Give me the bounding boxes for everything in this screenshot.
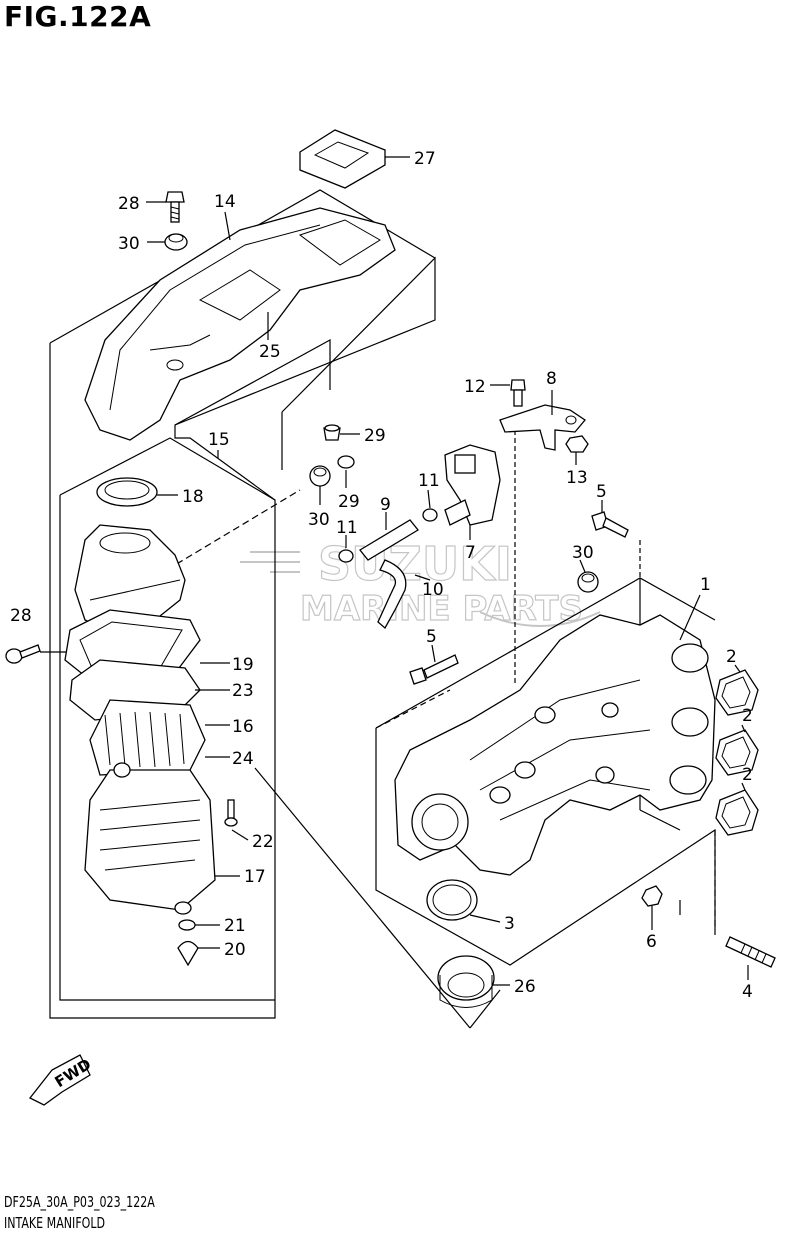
part-27-gasket	[299, 129, 386, 189]
part-29-grommet-a	[323, 424, 341, 441]
callout-19: 19	[232, 655, 254, 675]
callout-30-right: 30	[572, 543, 594, 563]
callout-24: 24	[232, 749, 254, 769]
callout-10: 10	[422, 580, 444, 600]
callout-22: 22	[252, 832, 274, 852]
callout-5-lower: 5	[426, 627, 437, 647]
watermark-subtitle: MARINE PARTS	[300, 589, 583, 629]
callout-30-mid: 30	[308, 510, 330, 530]
callout-17: 17	[244, 867, 266, 887]
part-18-seal-ring	[96, 477, 158, 507]
callout-30-upper: 30	[118, 234, 140, 254]
part-30-grommet-upper	[164, 233, 188, 251]
part-13-nut	[565, 435, 589, 453]
callout-20: 20	[224, 940, 246, 960]
fwd-direction-arrow: FWD	[28, 1054, 94, 1106]
part-5-bolt-upper	[591, 511, 629, 538]
part-21-o-ring	[178, 919, 196, 931]
callout-3: 3	[504, 914, 515, 934]
assembly-group-lines	[40, 189, 716, 1029]
callout-18: 18	[182, 487, 204, 507]
callout-9: 9	[380, 495, 391, 515]
watermark: SUZUKI MARINE PARTS	[240, 536, 601, 630]
part-12-bolt	[510, 379, 526, 407]
callout-1: 1	[700, 575, 711, 595]
figure-name: INTAKE MANIFOLD	[4, 1214, 106, 1232]
callout-27: 27	[414, 149, 436, 169]
callout-4: 4	[742, 982, 753, 1002]
callout-23: 23	[232, 681, 254, 701]
part-4-stud-bolt	[725, 936, 776, 968]
part-15-silencer-case	[74, 524, 186, 641]
part-17-lower-case	[84, 762, 216, 915]
part-28-bolt-upper	[165, 191, 185, 223]
callout-11-lower: 11	[336, 518, 358, 538]
part-3-o-ring	[426, 879, 478, 921]
part-28-bolt-left	[5, 644, 41, 664]
callout-28-left: 28	[10, 606, 32, 626]
part-26-grommet	[437, 955, 495, 1008]
callout-2-bottom: 2	[742, 765, 753, 785]
part-16-filter-element	[89, 699, 206, 776]
figure-title: FIG.122A	[4, 0, 152, 33]
callout-29-upper: 29	[364, 426, 386, 446]
callout-5-upper: 5	[596, 482, 607, 502]
part-9-hose	[359, 519, 419, 561]
callout-labels: 27 28 14 30 25 15 18 29 29 30 12 8 13 11…	[10, 149, 753, 1002]
callout-25: 25	[259, 342, 281, 362]
part-20-drain	[177, 940, 199, 967]
callout-16: 16	[232, 717, 254, 737]
callout-2-top: 2	[726, 647, 737, 667]
part-1-intake-manifold	[394, 614, 716, 876]
watermark-brand: SUZUKI	[318, 537, 512, 591]
callout-15: 15	[208, 430, 230, 450]
callout-7: 7	[465, 543, 476, 563]
part-2-gasket-top	[715, 669, 759, 716]
part-11-clip-upper	[422, 508, 438, 522]
part-5-bolt-lower	[409, 654, 459, 685]
callout-2-middle: 2	[742, 706, 753, 726]
callout-11-upper: 11	[418, 471, 440, 491]
callout-28-upper: 28	[118, 194, 140, 214]
part-30-grommet-mid	[309, 465, 331, 487]
part-14-silencer-cover	[84, 207, 396, 441]
part-7-solenoid-valve	[444, 444, 501, 526]
callout-21: 21	[224, 916, 246, 936]
part-6-nut	[641, 885, 663, 907]
part-8-bracket	[499, 404, 586, 451]
part-11-clip-lower	[338, 549, 354, 563]
part-2-gasket-middle	[715, 729, 759, 776]
leader-lines	[146, 156, 749, 986]
callout-12: 12	[464, 377, 486, 397]
callout-26: 26	[514, 977, 536, 997]
part-29-grommet-b	[337, 455, 355, 469]
callout-6: 6	[646, 932, 657, 952]
callout-29-lower: 29	[338, 492, 360, 512]
part-10-hose	[377, 559, 407, 630]
callout-8: 8	[546, 369, 557, 389]
part-22-screw	[224, 799, 238, 827]
callout-13: 13	[566, 468, 588, 488]
figure-code: DF25A_30A_P03_023_122A	[4, 1193, 155, 1211]
part-30-grommet-right	[577, 571, 599, 593]
callout-14: 14	[214, 192, 236, 212]
part-2-gasket-bottom	[715, 789, 759, 836]
